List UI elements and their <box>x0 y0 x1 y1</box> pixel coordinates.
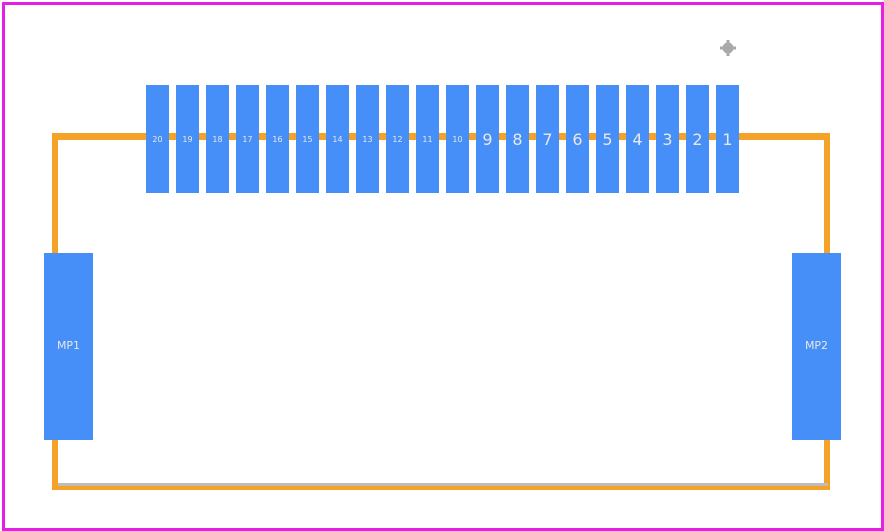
pin-label: 2 <box>692 130 703 149</box>
pin-pad: 16 <box>266 85 289 193</box>
pin-pad: 12 <box>386 85 409 193</box>
pin-pad: 10 <box>446 85 469 193</box>
pin-pad: 15 <box>296 85 319 193</box>
silkscreen-top-right <box>739 133 830 140</box>
pin-label: 5 <box>602 130 613 149</box>
pin-pad: 14 <box>326 85 349 193</box>
pin-pad: 6 <box>566 85 589 193</box>
pin-label: 11 <box>422 135 433 144</box>
pin-pad: 9 <box>476 85 499 193</box>
silkscreen-left-upper <box>52 133 58 253</box>
courtyard-bottom-line <box>58 483 828 486</box>
mounting-pad-label: MP2 <box>804 339 829 352</box>
pin-pad: 1 <box>716 85 739 193</box>
pin-label: 1 <box>722 130 733 149</box>
pin-pad: 2 <box>686 85 709 193</box>
pin-pad: 11 <box>416 85 439 193</box>
pin-label: 7 <box>542 130 553 149</box>
origin-cross-icon <box>720 40 736 56</box>
pin-label: 3 <box>662 130 673 149</box>
pin-pad: 7 <box>536 85 559 193</box>
pin-pad: 18 <box>206 85 229 193</box>
silkscreen-top-middle <box>146 133 739 140</box>
silkscreen-right-upper <box>824 133 830 253</box>
pin-pad: 3 <box>656 85 679 193</box>
pin-label: 17 <box>242 135 253 144</box>
pin-label: 12 <box>392 135 403 144</box>
pin-label: 13 <box>362 135 373 144</box>
pin-label: 4 <box>632 130 643 149</box>
pin-pad: 19 <box>176 85 199 193</box>
pin-label: 14 <box>332 135 343 144</box>
silkscreen-right-lower <box>824 440 830 490</box>
pin-label: 10 <box>452 135 463 144</box>
pin-pad: 5 <box>596 85 619 193</box>
pin-label: 18 <box>212 135 223 144</box>
pin-label: 6 <box>572 130 583 149</box>
pin-pad: 17 <box>236 85 259 193</box>
pin-label: 15 <box>302 135 313 144</box>
pin-pad: 20 <box>146 85 169 193</box>
mounting-pad-label: MP1 <box>56 339 81 352</box>
pin-label: 16 <box>272 135 283 144</box>
silkscreen-top-left <box>54 133 146 140</box>
pin-pad: 13 <box>356 85 379 193</box>
pin-label: 20 <box>152 135 163 144</box>
mounting-pad-right: MP2 <box>792 253 841 440</box>
pin-pad: 4 <box>626 85 649 193</box>
silkscreen-bottom <box>52 484 830 490</box>
pin-label: 9 <box>482 130 493 149</box>
pin-pad: 8 <box>506 85 529 193</box>
pin-label: 19 <box>182 135 193 144</box>
silkscreen-left-lower <box>52 440 58 490</box>
mounting-pad-left: MP1 <box>44 253 93 440</box>
pin-label: 8 <box>512 130 523 149</box>
